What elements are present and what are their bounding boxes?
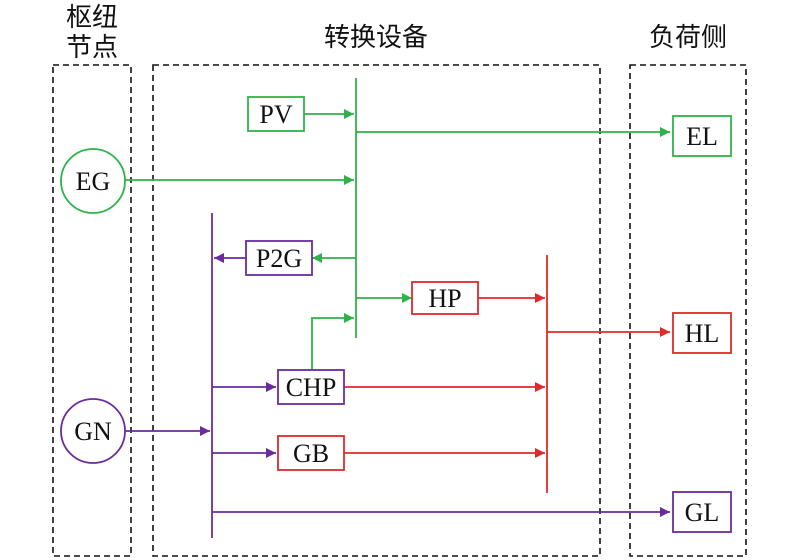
conversion-header: 转换设备 [324, 23, 428, 53]
gn-label: GN [74, 417, 112, 446]
conversion-zone-frame [152, 64, 601, 557]
heat-network [344, 255, 670, 493]
eg-node: EG [60, 148, 126, 214]
gn-node: GN [60, 398, 126, 464]
pv-box: PV [247, 96, 305, 132]
hl-box: HL [672, 312, 732, 354]
chp-to-bus-arrow [311, 313, 354, 370]
load-zone-frame [629, 64, 747, 557]
p2g-box: P2G [245, 240, 313, 276]
eg-label: EG [76, 167, 111, 196]
hp-box: HP [411, 281, 479, 315]
gas-network [125, 213, 670, 538]
electric-network [125, 78, 670, 370]
chp-label: CHP [286, 373, 337, 402]
gl-box: GL [672, 491, 732, 533]
load-header: 负荷侧 [649, 23, 727, 53]
gb-box: GB [277, 435, 345, 471]
chp-box: CHP [277, 369, 345, 405]
hub-header-line2: 节点 [66, 33, 118, 63]
hub-header-line1: 枢纽 [66, 3, 118, 33]
el-box: EL [672, 115, 732, 157]
gb-label: GB [293, 439, 329, 468]
hl-label: HL [685, 319, 720, 348]
gl-label: GL [685, 498, 720, 527]
pv-label: PV [259, 100, 292, 129]
p2g-label: P2G [256, 244, 302, 273]
hub-zone-frame [52, 64, 132, 557]
hp-label: HP [428, 284, 461, 313]
el-label: EL [686, 122, 718, 151]
